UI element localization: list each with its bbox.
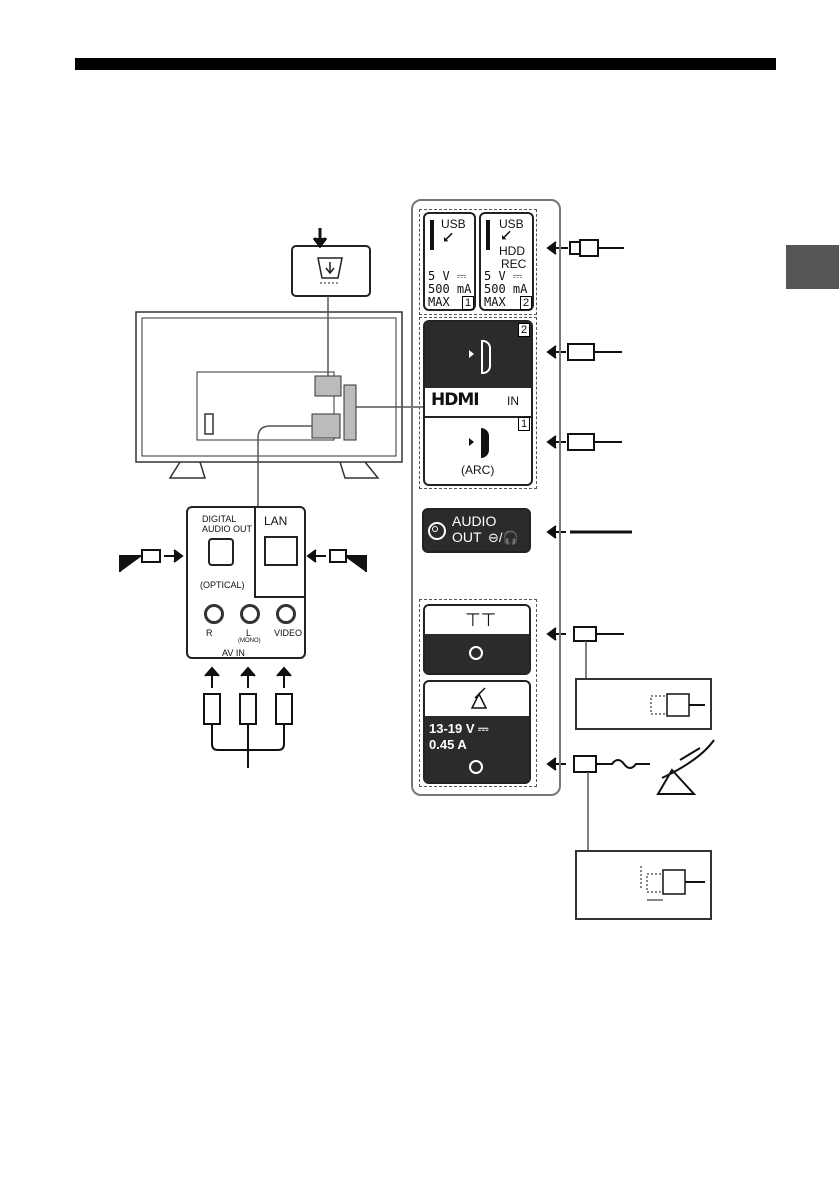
antenna-icon: ⊤⊤	[465, 610, 496, 630]
video-label: VIDEO	[274, 628, 302, 638]
antenna-port[interactable]: ⊤⊤	[423, 604, 531, 675]
hdmi2-number: 2	[518, 323, 530, 337]
play-icon	[469, 350, 474, 358]
audio-line1: AUDIO	[452, 514, 496, 529]
usb-icon: ⭩	[501, 230, 511, 243]
optical-label: (OPTICAL)	[200, 580, 245, 590]
audio-line2: OUT	[452, 530, 482, 545]
audio-r-jack[interactable]	[204, 604, 224, 624]
play-icon	[469, 438, 474, 446]
sat-volt: 13-19 V ⎓	[429, 722, 489, 736]
video-jack[interactable]	[276, 604, 296, 624]
tv-port-box-bottom	[312, 414, 340, 438]
tv-port-strip	[344, 385, 356, 440]
tv-port-box-top	[315, 376, 341, 396]
lan-port[interactable]	[264, 536, 298, 566]
usb2-number: 2	[520, 296, 532, 310]
coax-socket-icon	[469, 760, 483, 774]
satellite-plug-callout	[575, 850, 712, 920]
usb1-spec-max: MAX	[428, 296, 450, 309]
usb1-number: 1	[462, 296, 474, 310]
satellite-icon	[469, 686, 489, 712]
av-in-label: AV IN	[222, 648, 245, 658]
hdmi-logo: HDMI	[431, 390, 479, 410]
hdmi-ports: 2 HDMI IN 1 (ARC)	[423, 320, 533, 486]
hdmi-port-icon	[481, 340, 491, 374]
audio-out-label: AUDIO OUT	[202, 524, 252, 534]
coax-socket-icon	[469, 646, 483, 660]
tv-back	[136, 312, 402, 478]
hdmi-port-1[interactable]: (ARC)	[425, 418, 531, 484]
audio-l-jack[interactable]	[240, 604, 260, 624]
hdmi-port-icon	[481, 428, 489, 458]
satellite-plug-icon	[633, 860, 709, 910]
r-label: R	[206, 628, 213, 638]
mono-label: (MONO)	[238, 638, 261, 645]
hdmi-port-2[interactable]	[425, 322, 531, 388]
hdmi-in-label: IN	[507, 395, 519, 408]
satellite-port[interactable]: 13-19 V ⎓ 0.45 A	[423, 680, 531, 784]
digital-label: DIGITAL	[202, 514, 236, 524]
usb-slot-icon	[486, 220, 490, 250]
av-divider-v	[254, 508, 256, 598]
usb2-spec-max: MAX	[484, 296, 506, 309]
antenna-socket-area	[425, 634, 529, 673]
usb-port-1[interactable]: USB ⭩ 5 V ⎓ 500 mA MAX 1	[423, 212, 476, 311]
arrow-down-icon	[314, 228, 326, 246]
rca-cables	[204, 668, 292, 768]
satellite-dish-icon	[658, 740, 714, 794]
antenna-plug-icon	[637, 690, 707, 720]
optical-port[interactable]	[208, 538, 234, 566]
audio-jack-inner	[432, 526, 438, 532]
l-label: L	[246, 628, 251, 638]
usb-slot-icon	[430, 220, 434, 250]
sat-amp: 0.45 A	[429, 738, 467, 752]
av-divider-h	[254, 596, 306, 598]
antenna-plug-callout	[575, 678, 712, 730]
hdmi-arc-label: (ARC)	[461, 464, 494, 477]
usb-port-2[interactable]: USB ⭩ HDD REC 5 V ⎓ 500 mA MAX 2	[479, 212, 534, 311]
av-lan-panel: DIGITAL AUDIO OUT (OPTICAL) LAN R L (MON…	[186, 506, 306, 659]
headphone-icon: ⊖/🎧	[488, 530, 519, 545]
satellite-socket-area: 13-19 V ⎓ 0.45 A	[425, 716, 529, 782]
audio-out-port[interactable]: AUDIO OUT ⊖/🎧	[422, 508, 531, 553]
usb-icon: ⭩	[443, 232, 453, 245]
lan-label: LAN	[264, 514, 287, 528]
